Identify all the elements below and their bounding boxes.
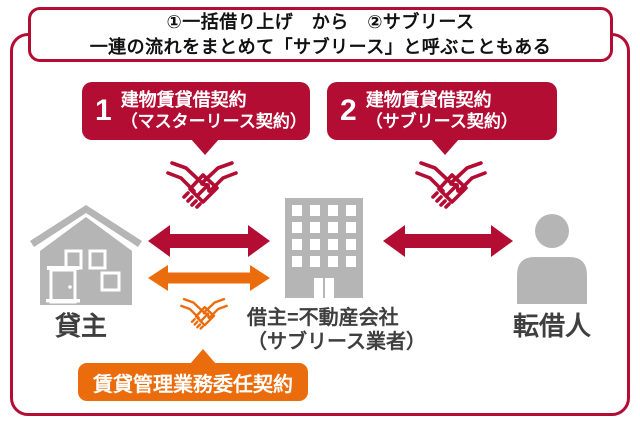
contract-number: 1 <box>95 94 112 127</box>
sublessee-label: 転借人 <box>512 311 591 341</box>
contract-title: 建物賃貸借契約 <box>120 90 247 110</box>
building-icon <box>285 198 363 298</box>
management-double-arrow-icon <box>148 265 270 291</box>
lessor-label: 貸主 <box>54 311 107 341</box>
handshake-icon <box>180 297 228 336</box>
contract-subtitle: （マスターリース契約） <box>120 112 307 131</box>
management-contract-label: 賃貸管理業務委任契約 <box>93 373 293 396</box>
bubble-tail <box>190 138 220 155</box>
contract-subtitle: （サブリース契約） <box>365 112 518 131</box>
sublease-double-arrow-icon <box>383 225 513 257</box>
contract-bubble-master-lease: 1 建物賃貸借契約 （マスターリース契約） <box>82 82 310 140</box>
master-tenant-label: 借主=不動産会社 （サブリース業者） <box>247 306 426 354</box>
badge-tail <box>190 349 216 364</box>
title-line-2: 一連の流れをまとめて「サブリース」と呼ぶこともある <box>89 36 552 57</box>
bubble-tail <box>430 138 460 155</box>
management-contract-badge: 賃貸管理業務委任契約 <box>78 363 308 401</box>
contract-bubble-sublease: 2 建物賃貸借契約 （サブリース契約） <box>327 82 557 140</box>
master-lease-double-arrow-icon <box>148 225 270 257</box>
contract-number: 2 <box>340 94 357 127</box>
contract-title: 建物賃貸借契約 <box>365 90 492 110</box>
handshake-icon <box>166 160 238 218</box>
person-icon <box>517 214 587 304</box>
title-line-1: ①一括借り上げ から ②サブリース <box>166 11 475 32</box>
title-box: ①一括借り上げ から ②サブリース 一連の流れをまとめて「サブリース」と呼ぶこと… <box>28 7 613 62</box>
master-tenant-label-line1: 借主=不動産会社 <box>247 307 399 329</box>
master-tenant-label-line2: （サブリース業者） <box>247 331 426 353</box>
handshake-icon <box>415 160 487 218</box>
house-icon <box>30 205 142 305</box>
